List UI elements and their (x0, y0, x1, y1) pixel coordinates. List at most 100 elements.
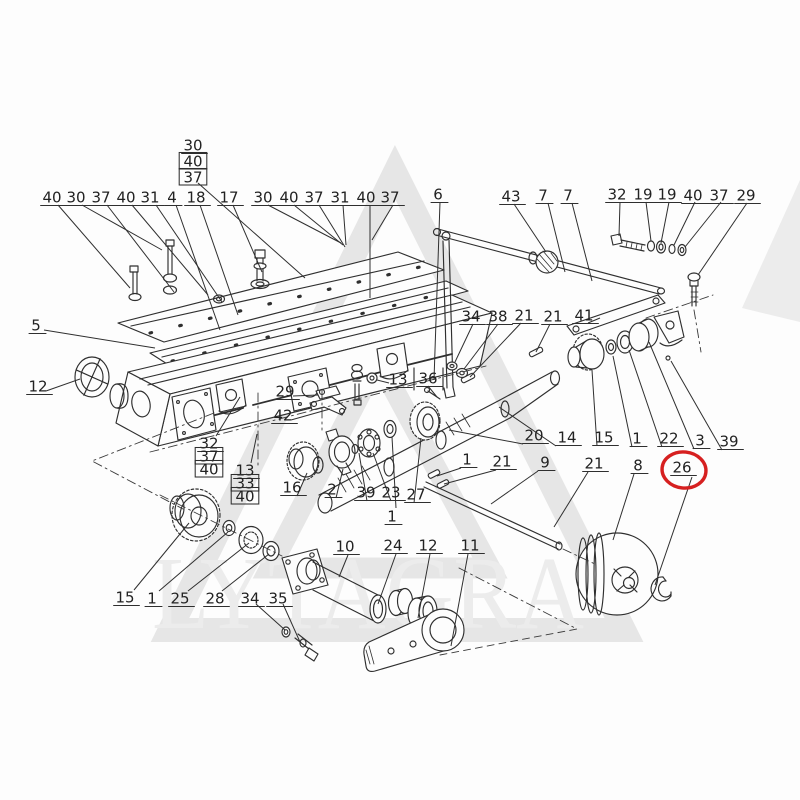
part-label: 4 (164, 189, 183, 207)
svg-text:40: 40 (235, 488, 254, 506)
svg-text:19: 19 (633, 186, 652, 204)
part-bevel-gear-right (567, 333, 605, 371)
leader-line (436, 467, 462, 477)
svg-text:12: 12 (418, 537, 437, 555)
svg-text:40: 40 (42, 189, 61, 207)
svg-text:41: 41 (574, 307, 593, 325)
svg-text:5: 5 (31, 317, 41, 335)
leader-line (106, 204, 175, 293)
leader-line (433, 201, 441, 381)
leader-line (645, 201, 652, 242)
svg-text:15: 15 (115, 589, 134, 607)
leader-line (335, 468, 344, 499)
part-label: 37 (178, 167, 208, 187)
svg-text:18: 18 (186, 189, 205, 207)
svg-text:43: 43 (501, 188, 520, 206)
svg-text:24: 24 (383, 537, 402, 555)
svg-text:37: 37 (304, 189, 323, 207)
part-tension-bolt (687, 272, 701, 307)
part-label: 27 (404, 486, 431, 504)
leader-lines (43, 182, 748, 647)
leader-line (684, 201, 722, 248)
leader-line (648, 341, 695, 450)
part-label: 35 (266, 590, 293, 608)
leader-line (342, 204, 347, 246)
part-label: 10 (333, 538, 360, 556)
svg-text:31: 31 (330, 189, 349, 207)
part-main-shaft (317, 370, 561, 514)
part-label: 15 (592, 429, 619, 447)
svg-text:37: 37 (709, 187, 728, 205)
part-label: 43 (499, 188, 526, 206)
part-tie-rod-upper (432, 227, 666, 295)
part-label: 24 (381, 537, 408, 555)
leader-line (547, 202, 566, 273)
part-label: 31 (328, 189, 355, 207)
part-label: 8 (630, 457, 649, 475)
svg-text:28: 28 (205, 590, 224, 608)
svg-text:15: 15 (594, 429, 613, 447)
leader-line (413, 437, 422, 504)
leader-line (490, 470, 539, 505)
part-chain-sprocket (169, 488, 221, 542)
part-label: 26 (670, 459, 697, 477)
fasteners-top-right (610, 233, 687, 257)
leader-line (318, 204, 346, 248)
svg-text:26: 26 (672, 459, 691, 477)
part-label: 37 (302, 189, 329, 207)
leader-line (535, 323, 551, 353)
part-label: 3 (692, 432, 711, 450)
part-label: 11 (458, 537, 485, 555)
svg-text:20: 20 (524, 427, 543, 445)
part-label: 37 (378, 189, 405, 207)
part-label: 34 (238, 590, 265, 608)
part-label: 13 (386, 371, 413, 389)
part-label: 1 (384, 508, 403, 526)
part-label: 38 (486, 308, 513, 326)
svg-text:40: 40 (183, 153, 202, 171)
svg-text:7: 7 (563, 187, 573, 205)
part-label: 21 (512, 307, 539, 325)
part-label: 32 (605, 186, 632, 204)
part-roller-cylinder (312, 561, 387, 624)
svg-text:31: 31 (140, 189, 159, 207)
part-label: 41 (572, 307, 599, 325)
svg-text:12: 12 (28, 378, 47, 396)
part-label: 39 (354, 484, 381, 502)
part-label: 5 (28, 317, 47, 335)
svg-text:1: 1 (632, 430, 642, 448)
leader-line (673, 201, 696, 246)
part-label: 40 (194, 459, 224, 479)
svg-text:23: 23 (381, 484, 400, 502)
part-label: 34 (459, 308, 486, 326)
svg-text:40: 40 (116, 189, 135, 207)
svg-text:40: 40 (356, 189, 375, 207)
part-label: 29 (734, 187, 761, 205)
svg-text:3: 3 (695, 432, 705, 450)
leader-line (45, 378, 81, 392)
svg-text:14: 14 (557, 429, 576, 447)
leader-line (463, 323, 499, 370)
leader-line (158, 531, 229, 592)
leader-line (232, 204, 263, 273)
svg-text:11: 11 (460, 537, 479, 555)
part-label: 30 (64, 189, 91, 207)
part-label: 28 (203, 590, 230, 608)
part-pin (665, 355, 671, 361)
leader-line (498, 406, 557, 447)
leader-line (660, 201, 670, 244)
leader-line (469, 322, 522, 378)
part-clamp (325, 428, 356, 476)
leader-line (612, 355, 633, 448)
svg-text:1: 1 (147, 590, 157, 608)
leader-line (553, 471, 589, 528)
leader-line (376, 379, 390, 384)
svg-text:2: 2 (327, 481, 337, 499)
part-label: 39 (717, 433, 744, 451)
svg-text:39: 39 (356, 484, 375, 502)
leader-line (215, 396, 241, 437)
part-label: 7 (535, 187, 554, 205)
leader-line (448, 429, 524, 445)
part-seal-ring (74, 356, 129, 409)
part-label: 21 (490, 453, 517, 471)
